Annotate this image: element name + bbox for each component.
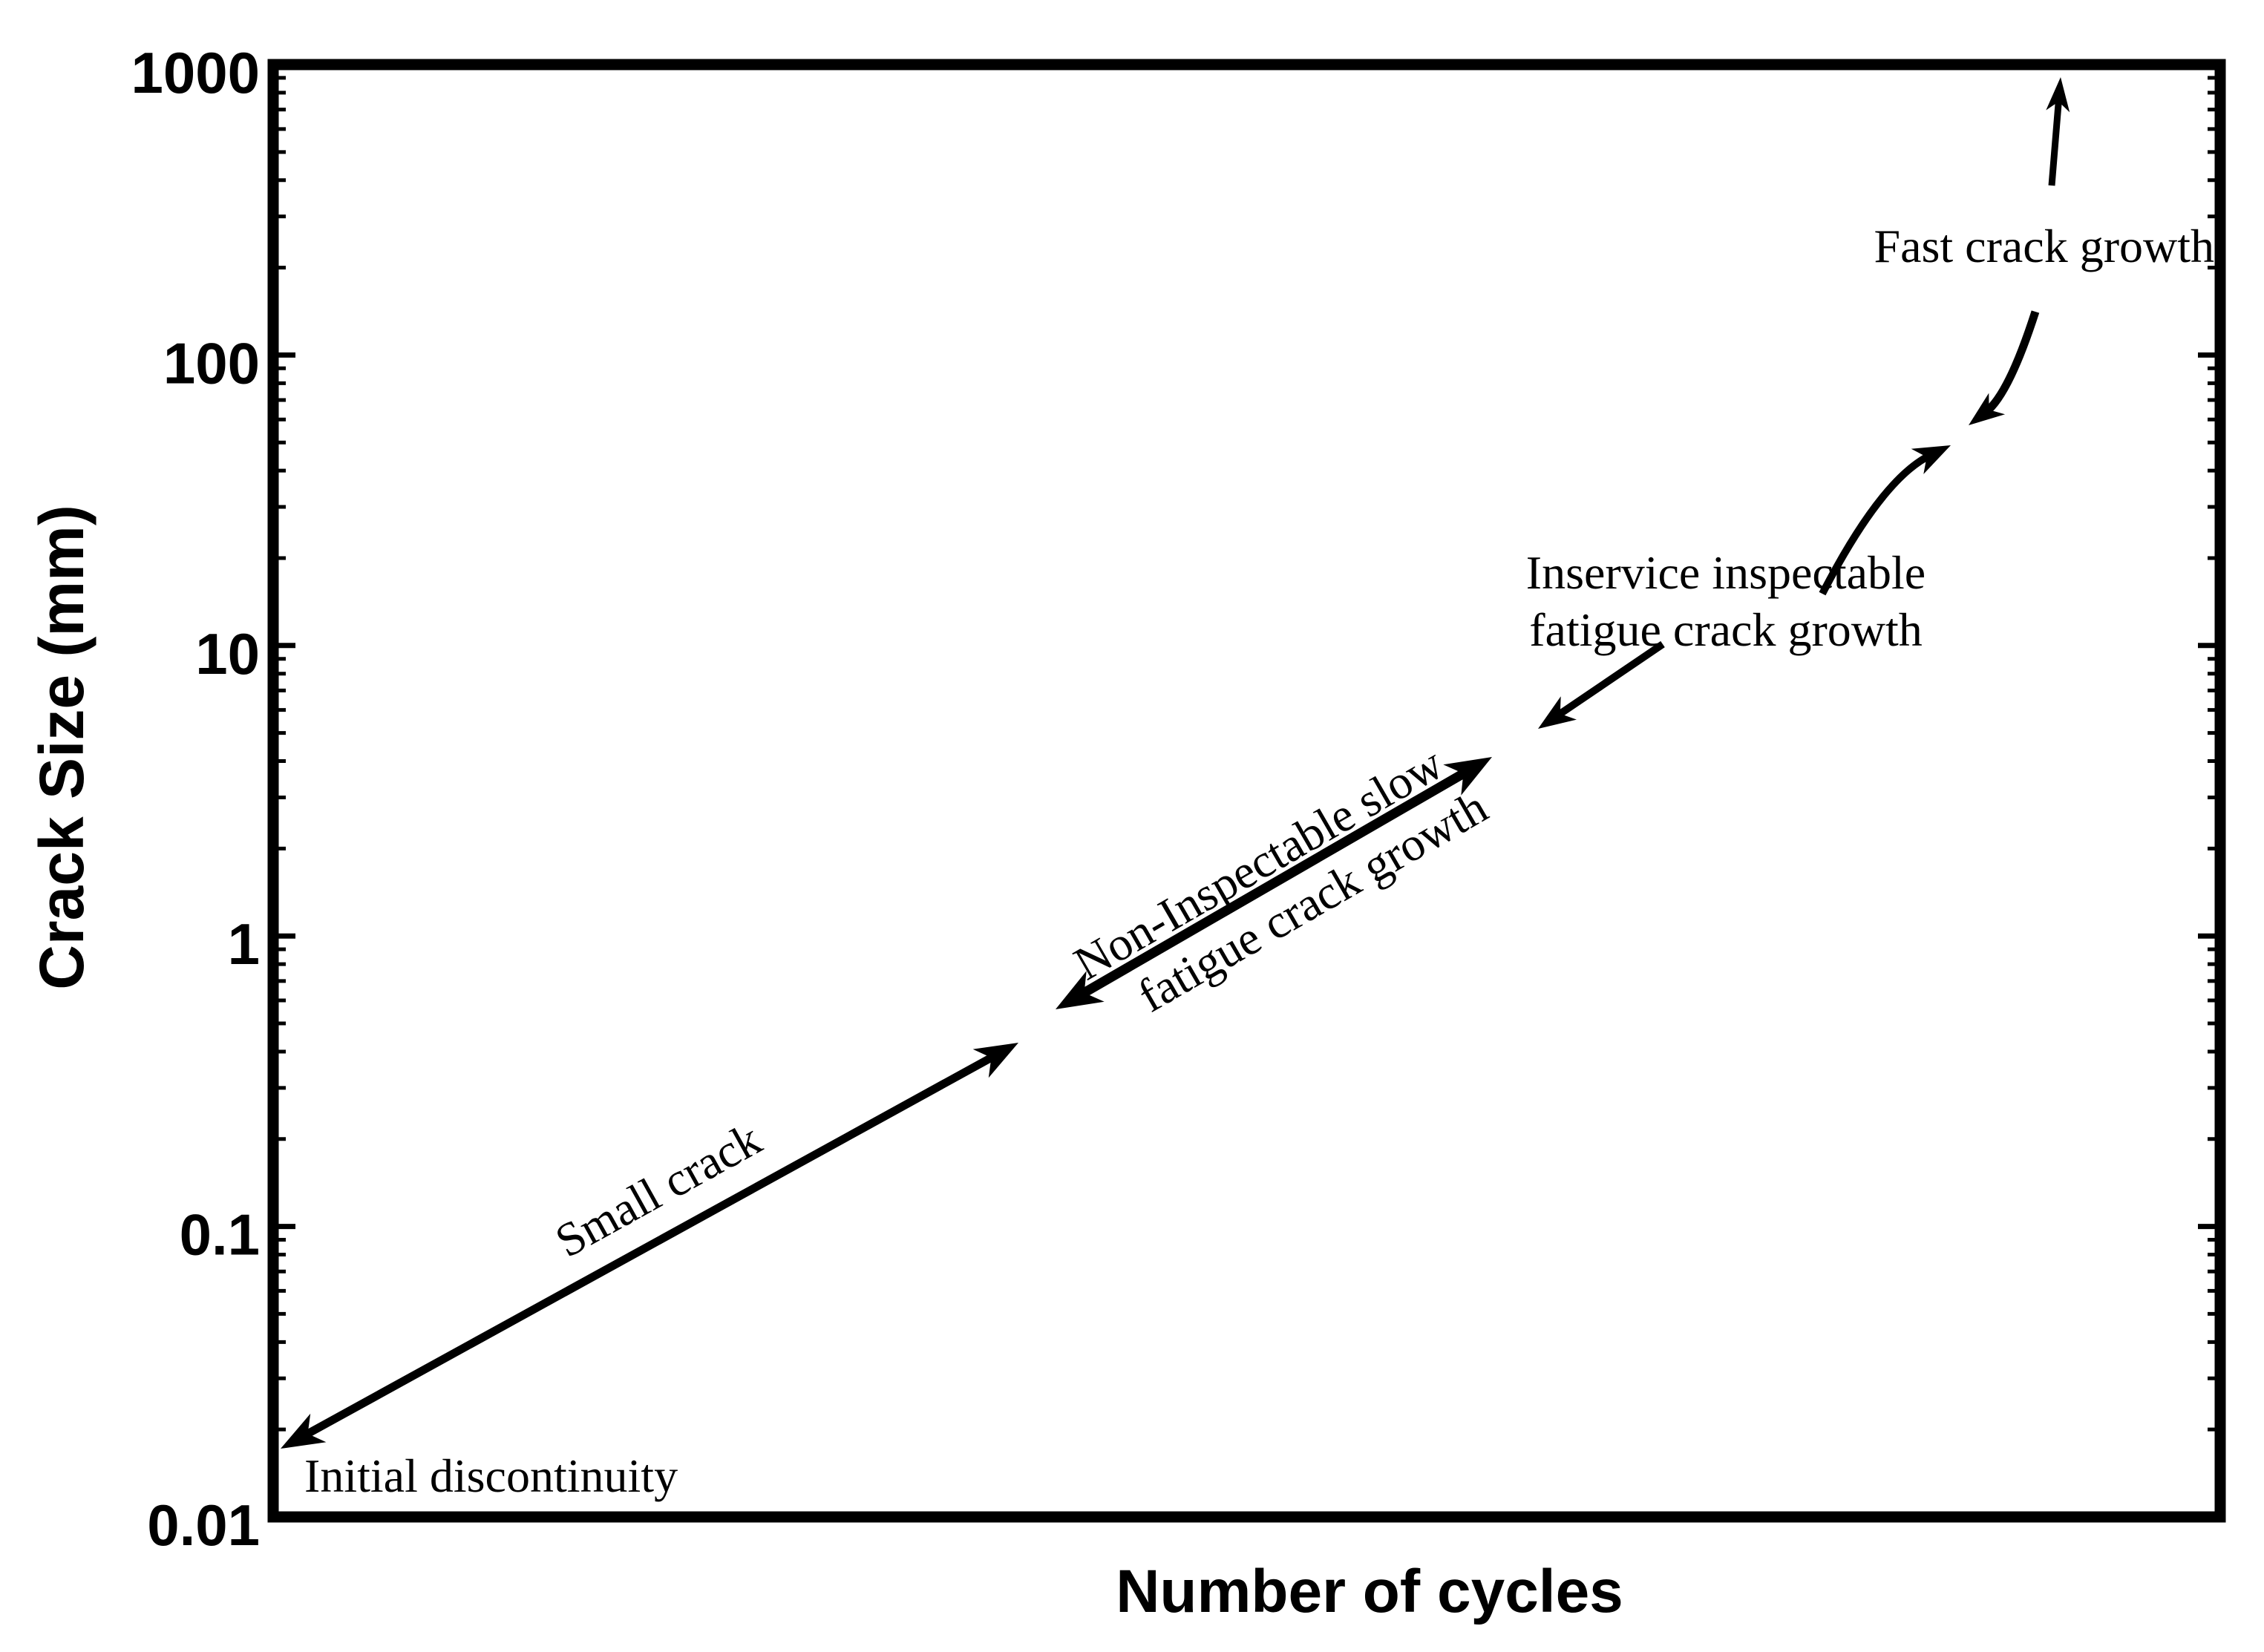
small-crack-arrow-shaft	[301, 1051, 998, 1440]
fast-crack-curve-arrow-head	[1969, 393, 2006, 425]
annotation-inservice-line1: Inservice inspectable	[1526, 546, 1926, 599]
axes-spines	[267, 59, 2226, 1523]
small-crack-arrow-head	[972, 1043, 1018, 1078]
inservice-upper-arrow-head	[1911, 445, 1951, 474]
annotation-fast-crack-growth: Fast crack growth	[1874, 220, 2214, 272]
non-inspectable-arrow-head	[1056, 971, 1105, 1009]
annotation-initial-discontinuity: Initial discontinuity	[304, 1449, 678, 1502]
y-tick-label-100: 100	[163, 330, 260, 396]
y-tick-label-1: 1	[228, 911, 260, 977]
inservice-lower-arrow-shaft	[1554, 640, 1665, 720]
y-axis-title: Crack Size (mm)	[27, 505, 96, 990]
y-tick-label-0.01: 0.01	[147, 1492, 260, 1558]
y-tick-label-0.1: 0.1	[180, 1202, 260, 1268]
annotation-arrows	[281, 77, 2070, 1449]
small-crack-arrow-head	[281, 1413, 327, 1449]
y-axis-ticks	[273, 62, 2220, 1520]
annotation-inservice-line2: fatigue crack growth	[1529, 603, 1923, 656]
x-axis-title: Number of cycles	[1116, 1558, 1623, 1625]
fast-crack-curve-arrow-shaft	[1983, 310, 2040, 416]
y-tick-label-10: 10	[195, 621, 260, 686]
plot-border	[267, 59, 2226, 1523]
inservice-lower-arrow-head	[1538, 696, 1577, 729]
y-axis-tick-labels: 1000 100 10 1 0.1 0.01	[131, 40, 260, 1558]
inservice-upper-arrow-shaft	[1819, 451, 1933, 596]
non-inspectable-arrow-head	[1443, 757, 1492, 796]
non-inspectable-arrow-shaft	[1076, 766, 1471, 1000]
fast-crack-up-arrow-shaft	[2048, 97, 2063, 186]
y-tick-label-1000: 1000	[131, 40, 260, 105]
fast-crack-up-arrow-head	[2046, 77, 2070, 113]
